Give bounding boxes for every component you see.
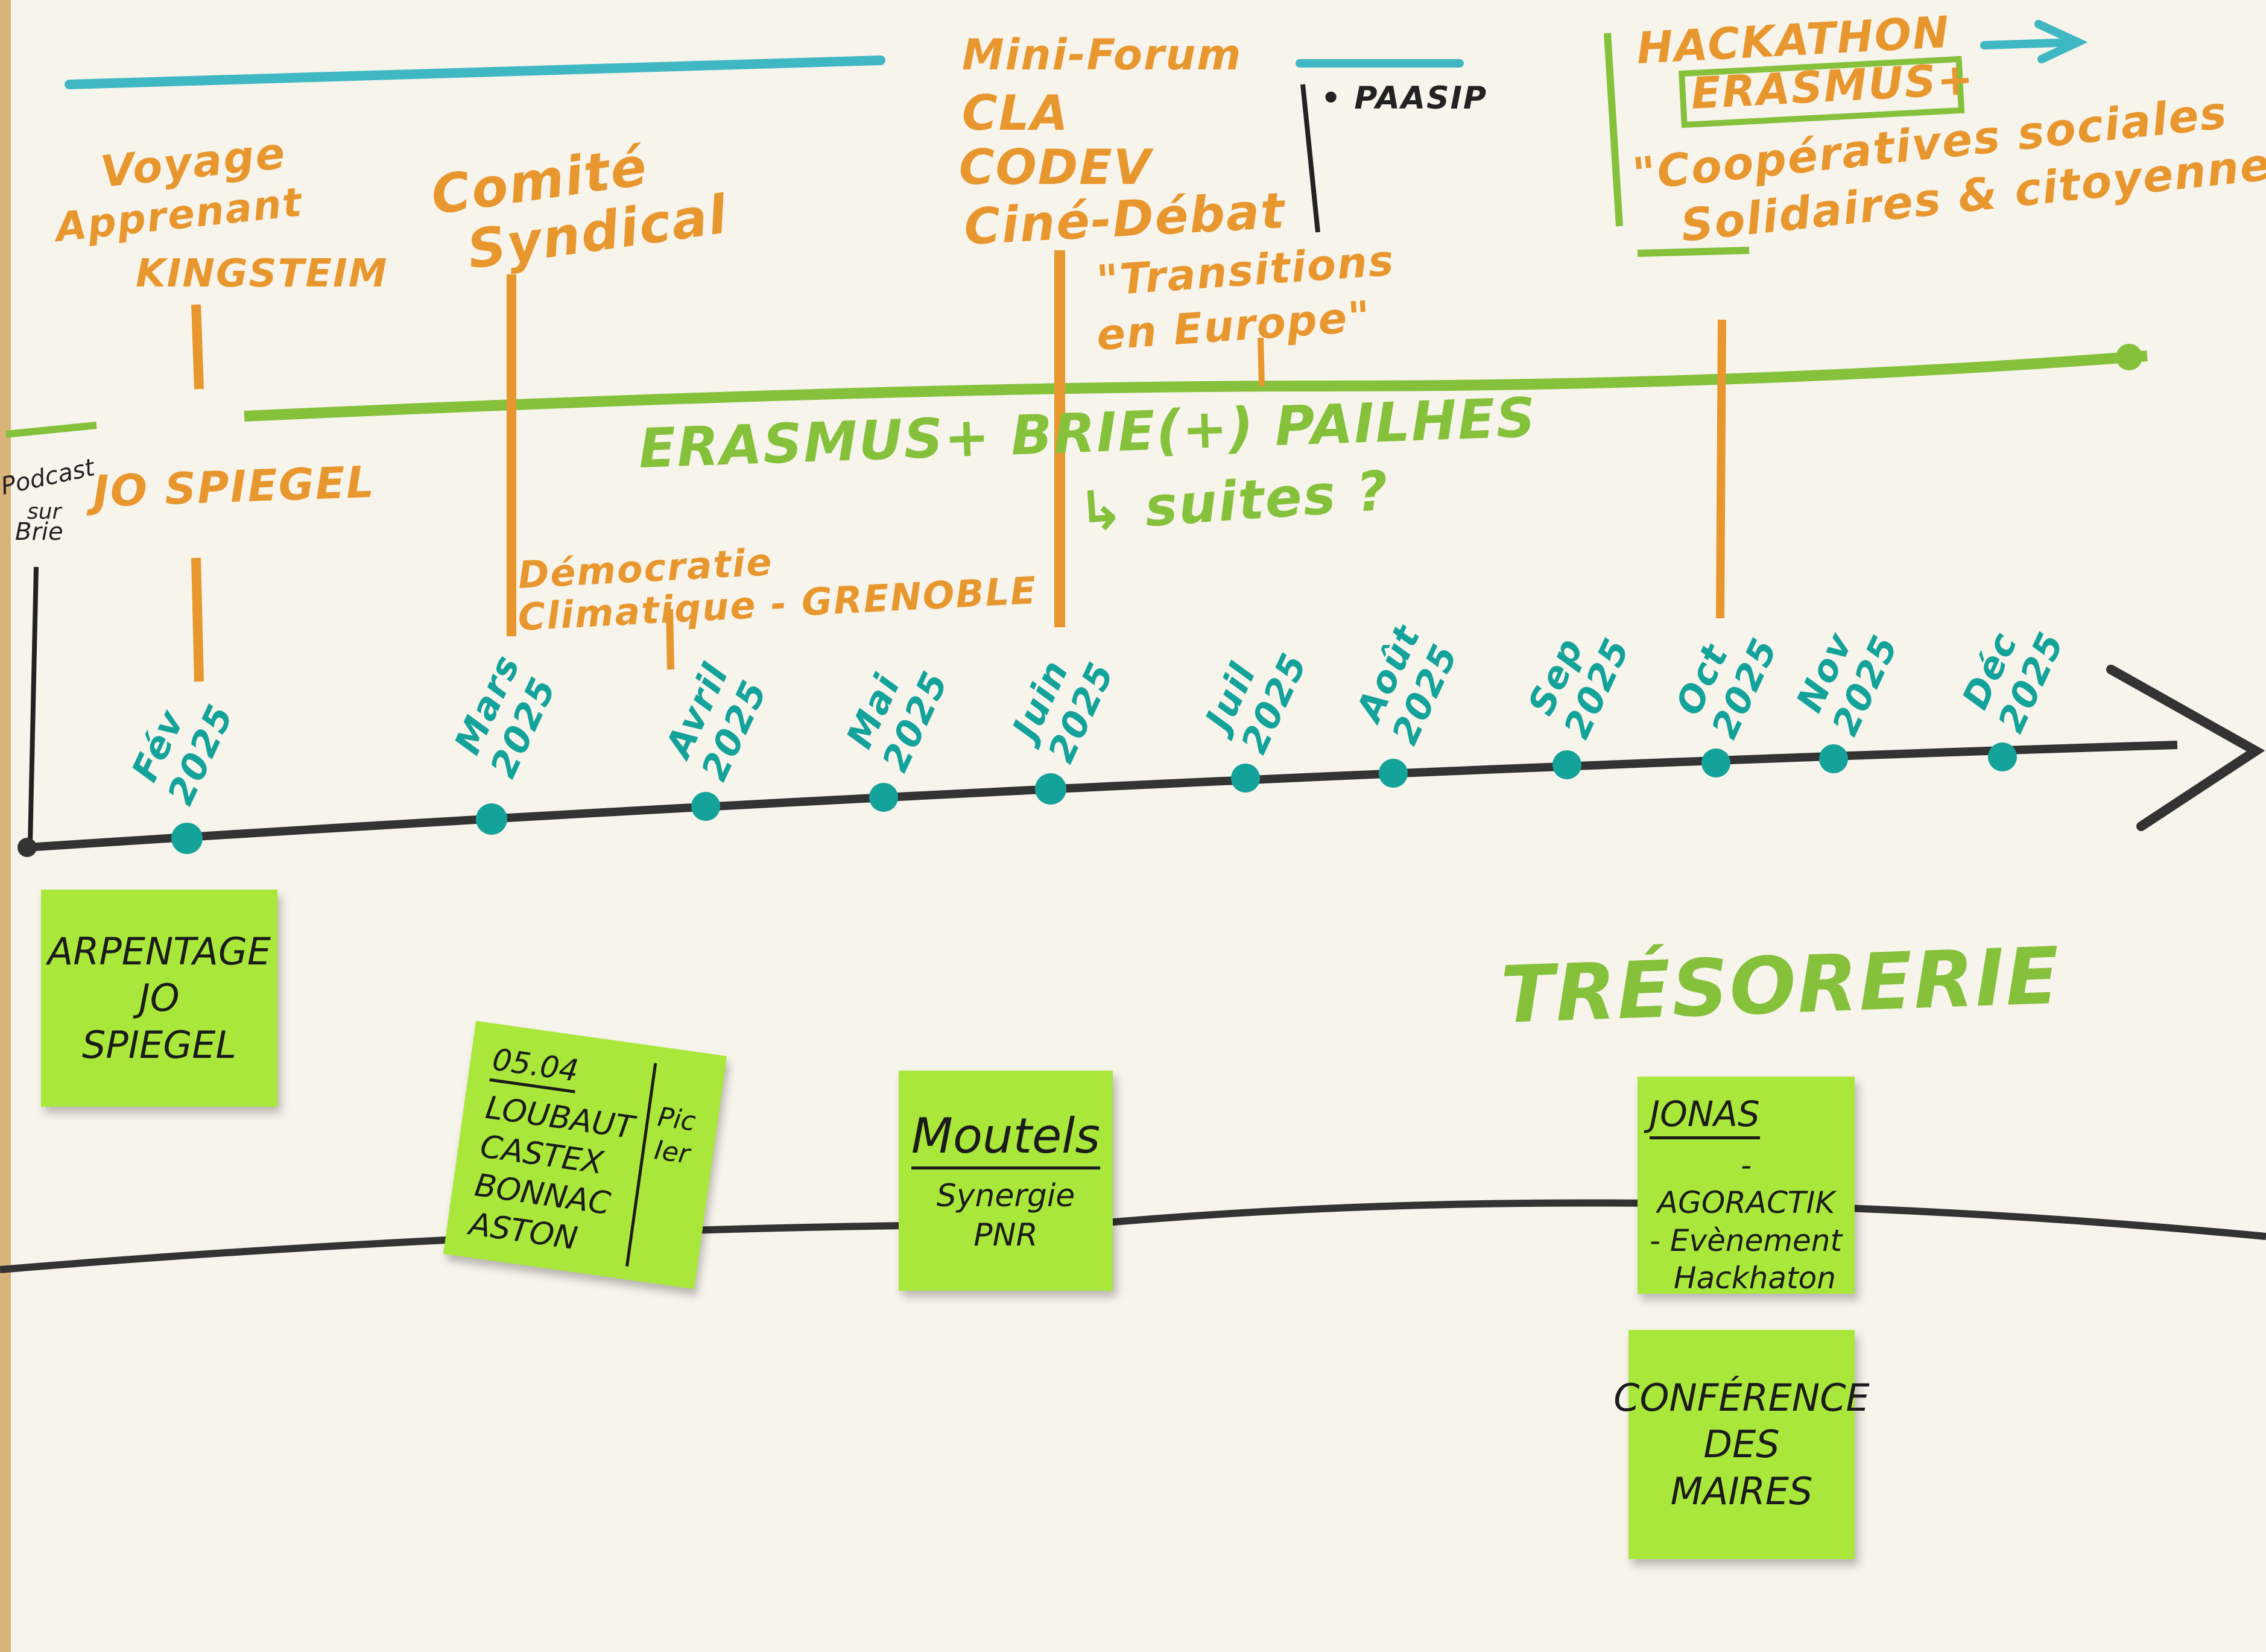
hackathon-bracket bbox=[1604, 33, 1750, 257]
jonas-label: JONAS bbox=[1650, 1092, 1760, 1139]
sticky-note-jonas[interactable]: JONAS - AGORACTIK - Evènement Hackhaton bbox=[1638, 1077, 1855, 1296]
month-dot-jun bbox=[1035, 773, 1066, 805]
mini-forum-line-2: CLA bbox=[962, 85, 1069, 141]
month-dot-dec bbox=[1988, 742, 2017, 771]
erasmus-end-dot bbox=[2116, 344, 2142, 370]
loubaut-names: 05.04 LOUBAUT CASTEX BONNAC ASTON bbox=[466, 1040, 657, 1267]
synergie-line-2: PNR bbox=[973, 1217, 1038, 1253]
month-dot-sep bbox=[1552, 750, 1581, 779]
podcast-line-2: sur bbox=[27, 499, 63, 524]
transitions-connector bbox=[1258, 337, 1265, 387]
voyage-line-3: KINGSTEIM bbox=[136, 252, 388, 296]
synergie-line-1: Synergie bbox=[936, 1178, 1075, 1214]
jonas-item-3: Hackhaton bbox=[1674, 1261, 1836, 1296]
top-events: Voyage Apprenant KINGSTEIM Comité Syndic… bbox=[51, 7, 2266, 639]
sticky-note-arpentage[interactable]: ARPENTAGE JO SPIEGEL bbox=[41, 890, 277, 1107]
month-dot-mar bbox=[476, 803, 507, 835]
month-label-aug: Août 2025 bbox=[1347, 618, 1466, 751]
podcast-line-3: Brie bbox=[15, 518, 63, 546]
jonas-item-1: - AGORACTIK bbox=[1657, 1147, 1835, 1221]
month-label-mar: Mars 2025 bbox=[446, 648, 565, 784]
month-dot-may bbox=[869, 783, 898, 812]
month-dot-nov bbox=[1819, 744, 1848, 773]
arpentage-line-2: JO SPIEGEL bbox=[82, 976, 236, 1067]
avril-connector bbox=[666, 609, 674, 670]
conference-line-3: MAIRES bbox=[1670, 1469, 1813, 1513]
sticky-note-loubaut[interactable]: 05.04 LOUBAUT CASTEX BONNAC ASTON Pic Ie… bbox=[443, 1021, 727, 1290]
arrow-right-icon bbox=[1980, 20, 2088, 63]
paasip-label: • PAASIP bbox=[1321, 80, 1487, 116]
jonas-item-2: - Evènement bbox=[1650, 1223, 1843, 1258]
jo-spiegel-label: JO SPIEGEL bbox=[85, 457, 376, 517]
timeline-arrow-icon bbox=[2106, 665, 2265, 831]
conference-line-1: CONFÉRENCE bbox=[1613, 1375, 1870, 1420]
podcast-line bbox=[28, 566, 39, 845]
conference-line-2: DES bbox=[1703, 1422, 1780, 1467]
loubaut-date: 05.04 bbox=[489, 1040, 581, 1093]
arpentage-line-1: ARPENTAGE bbox=[47, 929, 271, 973]
moutels-label: Moutels bbox=[911, 1106, 1101, 1169]
month-dot-oct bbox=[1701, 748, 1730, 777]
voyage-connector-lower bbox=[191, 557, 204, 682]
paasip-line bbox=[1300, 84, 1320, 233]
oct-connector bbox=[1716, 319, 1726, 619]
mini-forum-line-3: CODEV bbox=[959, 139, 1154, 195]
month-dot-feb bbox=[171, 823, 203, 854]
month-dot-jul bbox=[1231, 764, 1260, 793]
timeline-start-dot bbox=[17, 838, 37, 857]
tresorerie-label: TRÉSORERIE bbox=[1499, 930, 2062, 1041]
voyage-connector bbox=[191, 304, 204, 390]
month-dots bbox=[171, 742, 2017, 854]
top-teal-line-left bbox=[65, 55, 885, 89]
month-dot-apr bbox=[691, 792, 720, 821]
mini-forum-line-1: Mini-Forum bbox=[962, 30, 1242, 80]
sticky-note-moutels[interactable]: Moutels Synergie PNR bbox=[899, 1071, 1113, 1291]
month-dot-aug bbox=[1379, 759, 1408, 788]
sticky-note-conference[interactable]: CONFÉRENCE DES MAIRES bbox=[1613, 1330, 1870, 1559]
paper-edge bbox=[0, 0, 11, 1652]
erasmus-line bbox=[244, 350, 2148, 422]
erasmus-box bbox=[1678, 55, 1965, 128]
podcast-green-line bbox=[5, 422, 97, 438]
